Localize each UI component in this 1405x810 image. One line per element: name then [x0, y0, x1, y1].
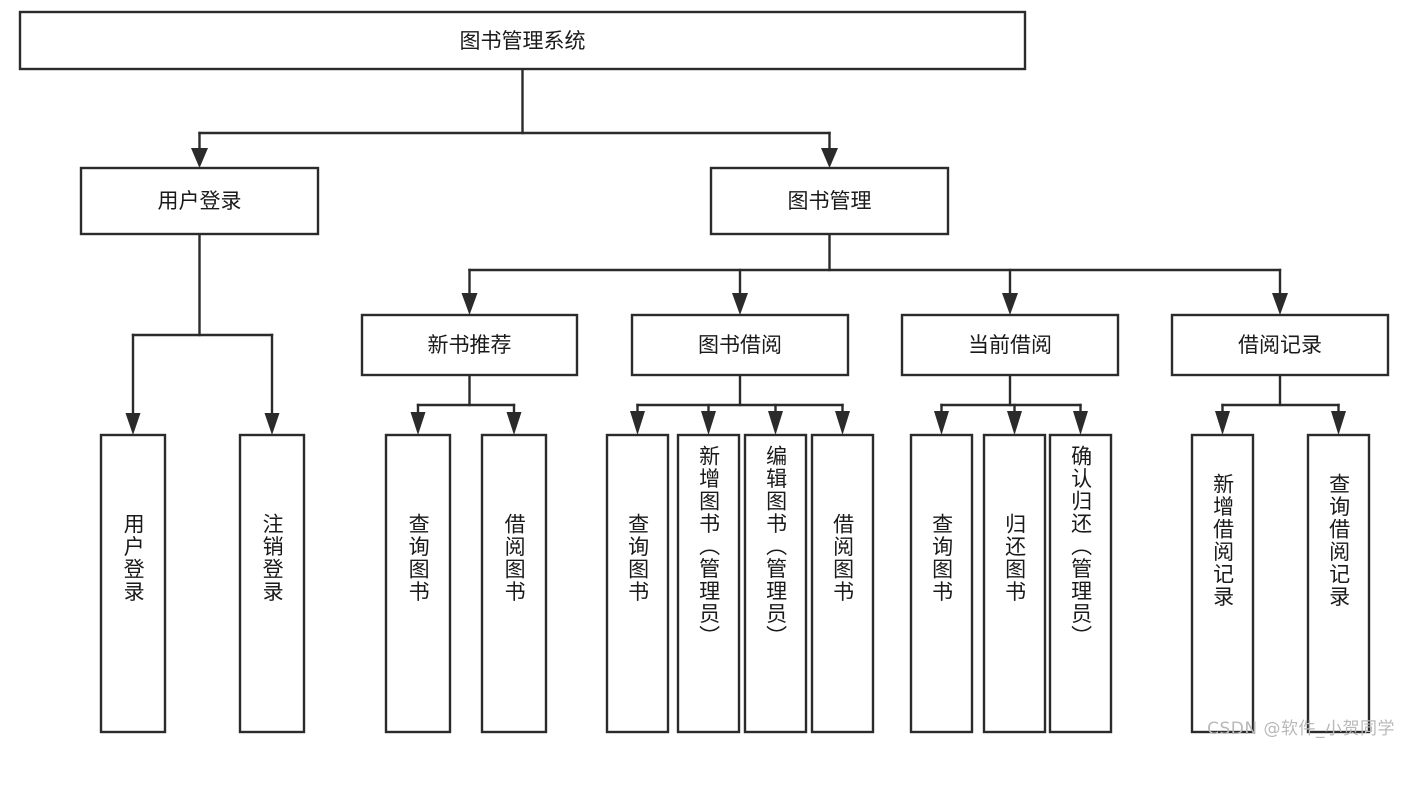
diagram-canvas: 图书管理系统 用户登录 图书管理 新书推荐 图书借阅 当前借阅 借阅记录 用户登…	[18, 10, 1395, 739]
arrow-head-book-manage	[821, 148, 838, 168]
node-label-root: 图书管理系统	[460, 29, 586, 53]
node-box-bb-edit-book[interactable]	[743, 433, 808, 734]
node-box-bb-query-book[interactable]	[605, 433, 670, 734]
arrow-head-borrow-record	[1272, 293, 1288, 315]
node-box-br-query-record[interactable]	[1306, 433, 1371, 734]
tree-diagram-svg: 图书管理系统 用户登录 图书管理 新书推荐 图书借阅 当前借阅 借阅记录	[18, 10, 1390, 734]
node-label-book-manage: 图书管理	[788, 189, 872, 213]
connector-group-book-manage	[461, 232, 1288, 315]
arrow-head-cb-return-book	[1007, 411, 1022, 435]
arrow-head-user-logout	[264, 413, 280, 435]
node-label-current-borrow: 当前借阅	[968, 333, 1052, 357]
arrow-head-br-add-record	[1215, 411, 1230, 435]
node-box-bb-borrow-book[interactable]	[810, 433, 875, 734]
node-box-cb-confirm-return[interactable]	[1048, 433, 1113, 734]
arrow-head-book-borrow	[732, 293, 748, 315]
node-box-root[interactable]	[18, 10, 1027, 71]
connector-group-book-borrow	[630, 373, 850, 435]
csdn-watermark: CSDN @软件_小贺同学	[1207, 719, 1395, 739]
node-box-book-manage[interactable]	[709, 166, 950, 236]
arrow-head-bb-query-book	[630, 411, 645, 435]
connector-group-user-login	[125, 232, 280, 435]
node-box-user-login-do[interactable]	[99, 433, 167, 734]
arrow-head-bb-borrow-book	[835, 411, 850, 435]
arrow-head-bb-edit-book	[768, 411, 783, 435]
arrow-head-user-login	[191, 148, 208, 168]
connector-group-root	[191, 67, 838, 168]
arrow-head-new-book-recommend	[461, 293, 478, 315]
node-label-user-login: 用户登录	[158, 189, 242, 213]
arrow-head-user-login-do	[125, 413, 141, 435]
arrow-head-current-borrow	[1002, 293, 1018, 315]
node-label-borrow-record: 借阅记录	[1238, 333, 1322, 357]
node-box-bb-add-book[interactable]	[676, 433, 741, 734]
connector-group-borrow-record	[1215, 373, 1346, 435]
node-box-user-login[interactable]	[79, 166, 320, 236]
node-box-current-borrow[interactable]	[900, 313, 1120, 377]
connector-group-current-borrow	[934, 373, 1088, 435]
node-box-borrow-record[interactable]	[1170, 313, 1390, 377]
node-label-book-borrow: 图书借阅	[698, 333, 782, 357]
node-box-user-logout[interactable]	[238, 433, 306, 734]
connector-group-new-book-recommend	[410, 373, 522, 435]
arrow-head-cb-confirm-return	[1073, 411, 1088, 435]
arrow-head-nb-query-book	[410, 412, 426, 435]
node-box-new-book-recommend[interactable]	[360, 313, 579, 377]
node-box-nb-borrow-book[interactable]	[480, 433, 548, 734]
node-box-book-borrow[interactable]	[630, 313, 850, 377]
node-box-cb-query-book[interactable]	[909, 433, 974, 734]
arrow-head-cb-query-book	[934, 411, 949, 435]
arrow-head-br-query-record	[1331, 411, 1346, 435]
arrow-head-bb-add-book	[701, 411, 716, 435]
node-label-new-book-recommend: 新书推荐	[428, 333, 512, 357]
node-box-br-add-record[interactable]	[1190, 433, 1255, 734]
arrow-head-nb-borrow-book	[506, 412, 522, 435]
node-box-cb-return-book[interactable]	[982, 433, 1047, 734]
node-box-nb-query-book[interactable]	[384, 433, 452, 734]
